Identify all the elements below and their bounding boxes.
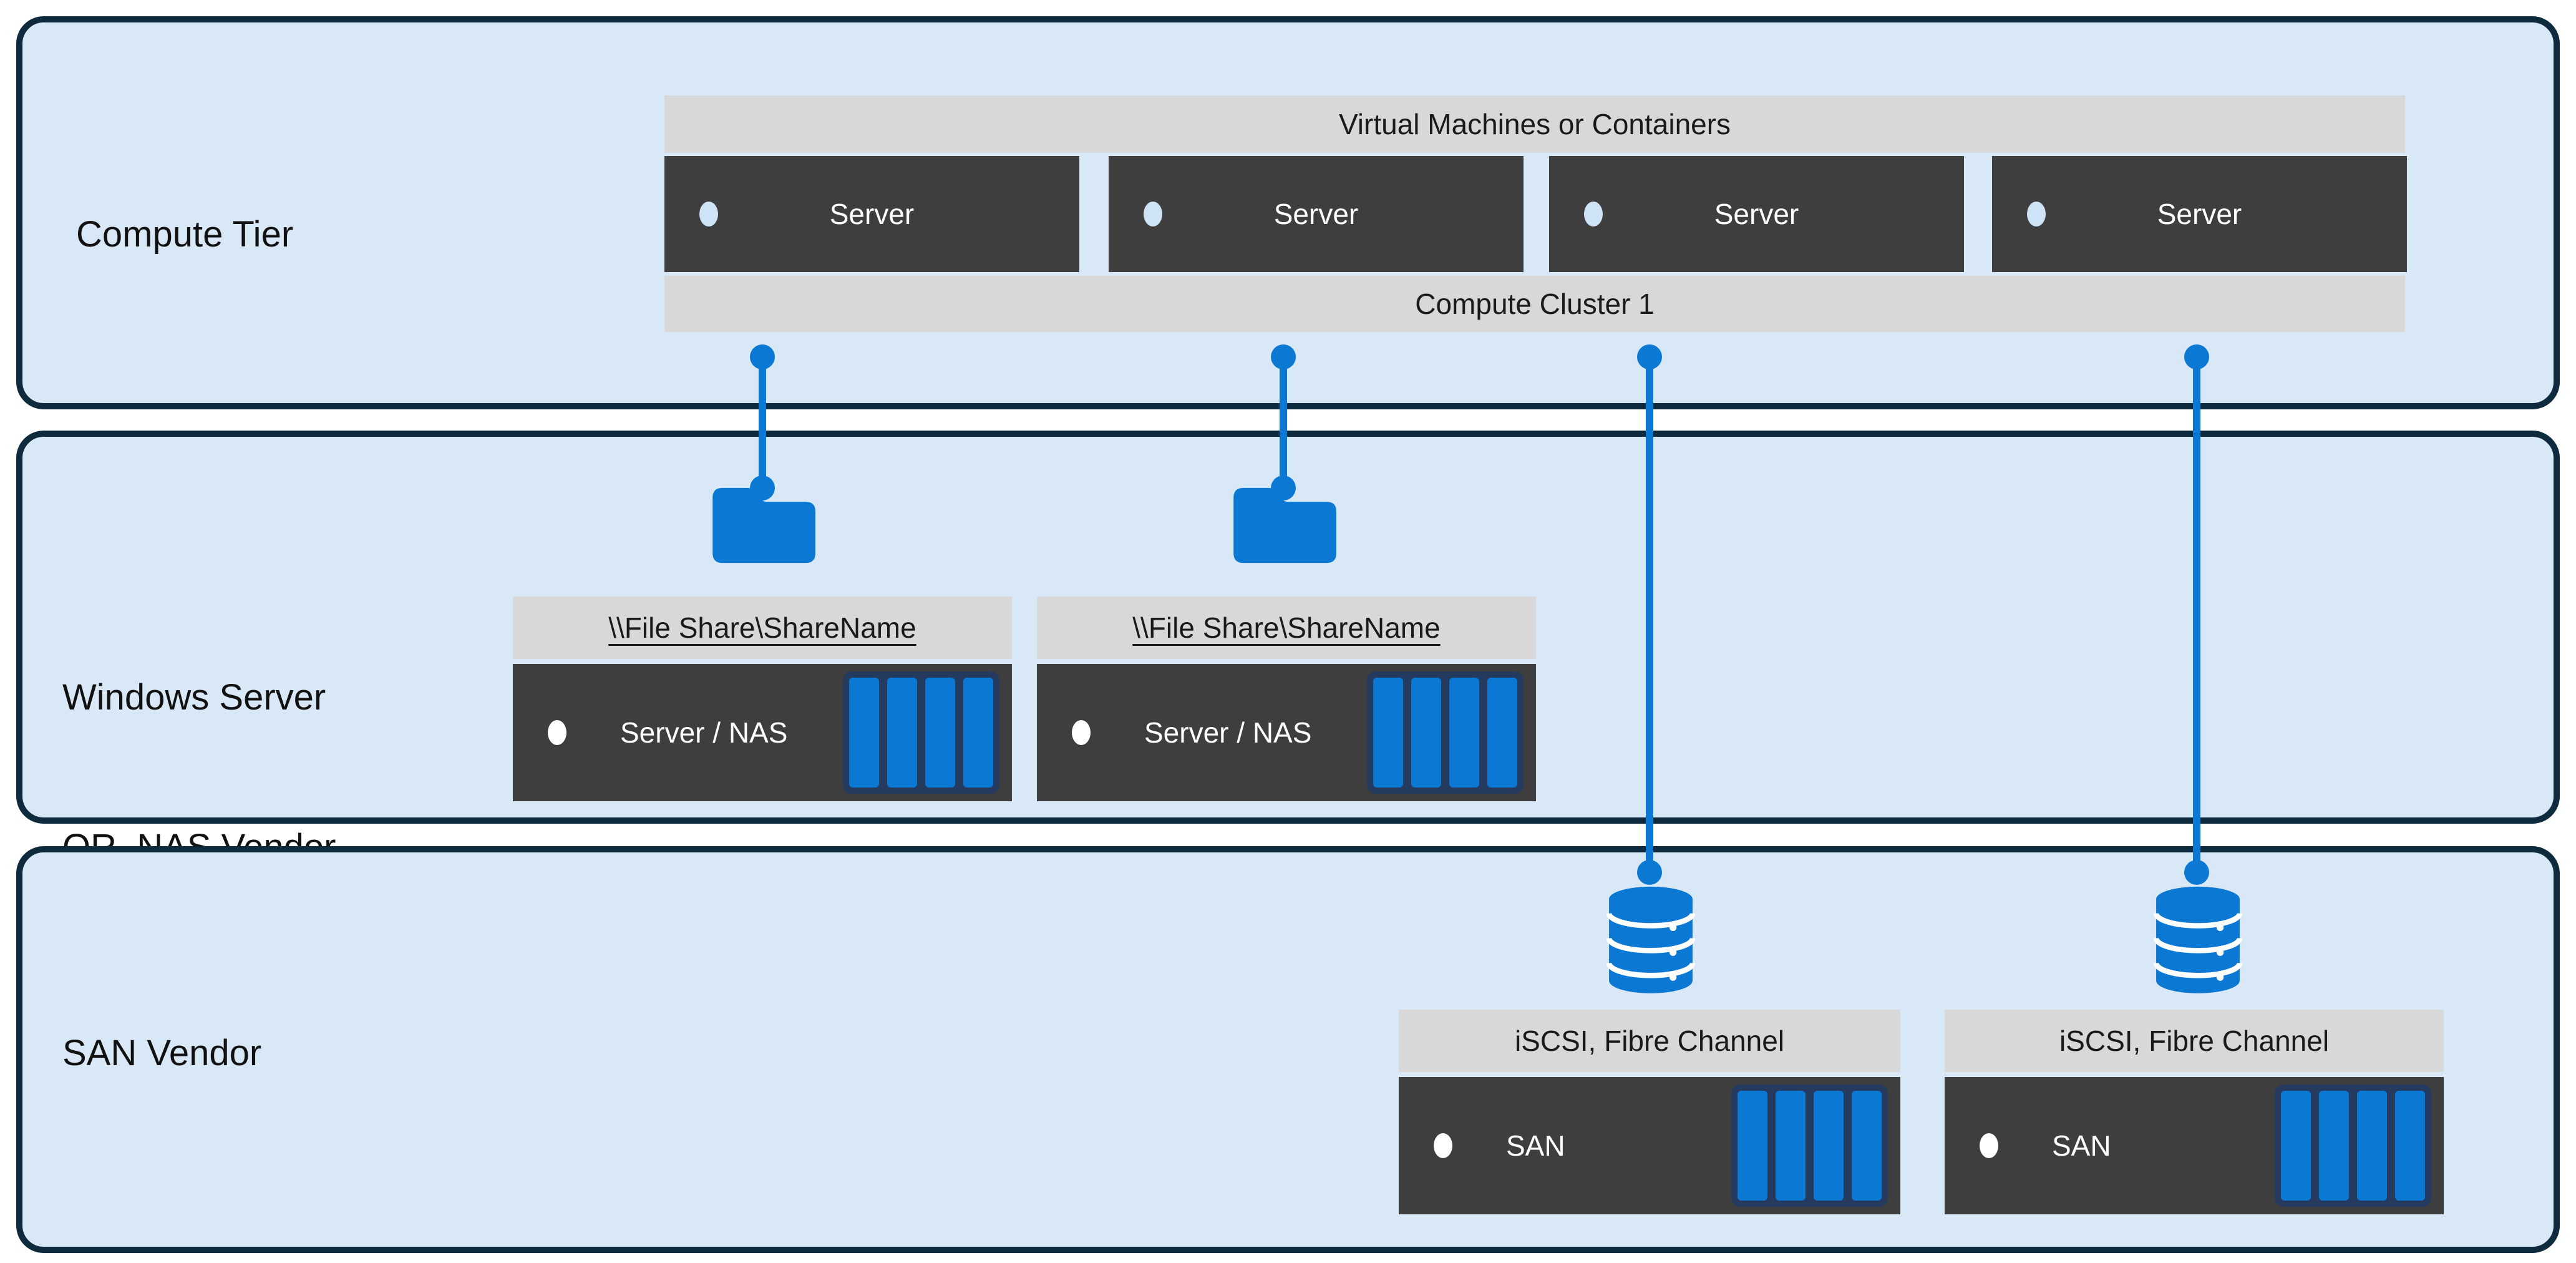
connector-dot-icon [750,475,775,500]
status-led-icon [1434,1133,1452,1158]
server-label: Server [2157,198,2242,230]
san-protocol-header-1: iSCSI, Fibre Channel [1399,1010,1900,1072]
connector-dot-icon [1637,344,1662,369]
server-nas-box-2: Server / NAS [1037,664,1536,801]
database-icon [2153,886,2243,993]
server-box-2: Server [1109,156,1524,272]
status-led-icon [1144,202,1162,227]
connector-line [1280,357,1287,489]
san-protocol-label: iSCSI, Fibre Channel [1514,1025,1785,1057]
folder-icon [712,487,815,563]
server-label: Server [829,198,915,230]
disk-array-icon [1367,671,1524,794]
status-led-icon [2027,202,2046,227]
disk-array-icon [2275,1085,2431,1207]
connector-dot-icon [2184,860,2209,885]
disk-array-icon [843,671,999,794]
status-led-icon [1980,1133,1998,1158]
server-box-3: Server [1549,156,1964,272]
file-share-path: \\File Share\ShareName [608,612,916,644]
file-share-header-1: \\File Share\ShareName [513,597,1012,659]
connector-dot-icon [1271,344,1296,369]
server-label: Server [1273,198,1359,230]
san-protocol-header-2: iSCSI, Fibre Channel [1945,1010,2444,1072]
server-box-4: Server [1992,156,2407,272]
connector-line [759,357,766,489]
connector-dot-icon [1637,860,1662,885]
connector-line [1646,357,1653,874]
status-led-icon [548,720,566,745]
file-share-path: \\File Share\ShareName [1132,612,1441,644]
compute-cluster-label: Compute Cluster 1 [1415,288,1655,320]
server-label: Server [1714,198,1799,230]
folder-icon [1233,487,1336,563]
san-tier-label: SAN Vendor [62,1033,262,1073]
san-box-2: SAN [1945,1077,2444,1214]
vm-containers-bar: Virtual Machines or Containers [664,95,2405,153]
san-label: SAN [2052,1129,2111,1162]
connector-line [2193,357,2200,874]
status-led-icon [699,202,718,227]
san-box-1: SAN [1399,1077,1900,1214]
server-nas-label: Server / NAS [1144,716,1312,749]
san-label: SAN [1506,1129,1565,1162]
connector-dot-icon [1271,475,1296,500]
vm-containers-label: Virtual Machines or Containers [1338,108,1731,140]
database-icon [1606,886,1696,993]
status-led-icon [1072,720,1091,745]
status-led-icon [1584,202,1603,227]
san-protocol-label: iSCSI, Fibre Channel [2059,1025,2330,1057]
server-nas-label: Server / NAS [620,716,788,749]
server-nas-box-1: Server / NAS [513,664,1012,801]
connector-dot-icon [750,344,775,369]
compute-cluster-bar: Compute Cluster 1 [664,276,2405,332]
disk-array-icon [1731,1085,1888,1207]
file-share-header-2: \\File Share\ShareName [1037,597,1536,659]
connector-dot-icon [2184,344,2209,369]
compute-tier-label: Compute Tier [76,214,294,255]
server-box-1: Server [664,156,1079,272]
